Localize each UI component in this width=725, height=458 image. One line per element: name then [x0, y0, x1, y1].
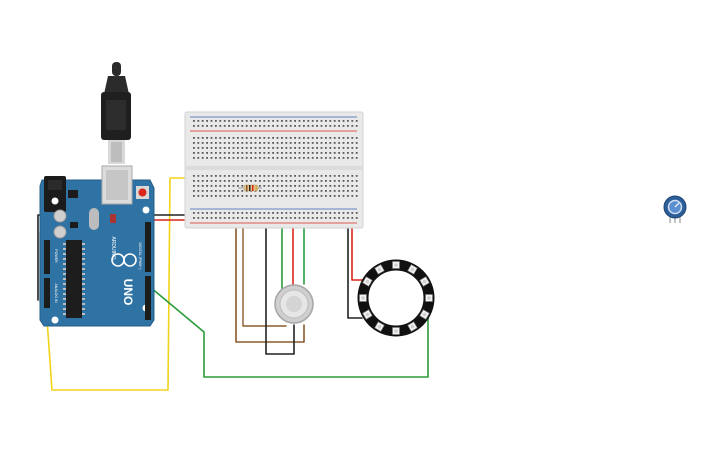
neopixel-led: [374, 321, 385, 332]
header-digital-label: DIGITAL (PWM~): [138, 242, 142, 269]
resistor-icon[interactable]: [238, 184, 262, 192]
header-analog-label: ANALOG IN: [54, 283, 58, 303]
header-power-label: POWER: [54, 249, 58, 263]
neopixel-led: [419, 309, 430, 320]
neopixel-led: [362, 309, 373, 320]
potentiometer-icon[interactable]: [663, 195, 687, 223]
brown-wire[interactable]: [235, 199, 305, 343]
neopixel-led: [374, 264, 385, 275]
neopixel-led: [407, 264, 418, 275]
black-wire[interactable]: [347, 213, 363, 319]
board-logo-text: ARDUINO: [110, 236, 116, 259]
round-sensor-icon[interactable]: [274, 284, 314, 324]
breadboard-holes: [193, 120, 358, 219]
neopixel-led: [392, 261, 400, 269]
usb-cable-icon[interactable]: [101, 62, 131, 164]
neopixel-led: [407, 321, 418, 332]
neopixel-led: [362, 276, 373, 287]
neopixel-led: [359, 294, 367, 302]
red-wire[interactable]: [351, 213, 365, 281]
arduino-logo-icon: [111, 253, 137, 267]
chip-pins: [63, 243, 85, 315]
brown-wire[interactable]: [242, 199, 287, 327]
neopixel-ring-icon[interactable]: [357, 259, 435, 337]
neopixel-led: [392, 327, 400, 335]
ring-leds: [359, 261, 433, 335]
green-wire[interactable]: [149, 286, 429, 378]
neopixel-led: [419, 276, 430, 287]
breadboard[interactable]: [184, 111, 364, 229]
board-brand: UNO: [121, 279, 135, 306]
neopixel-led: [425, 294, 433, 302]
arduino-board[interactable]: UNO ARDUINO DIGITAL (PWM~) POWER ANALOG …: [39, 165, 155, 327]
